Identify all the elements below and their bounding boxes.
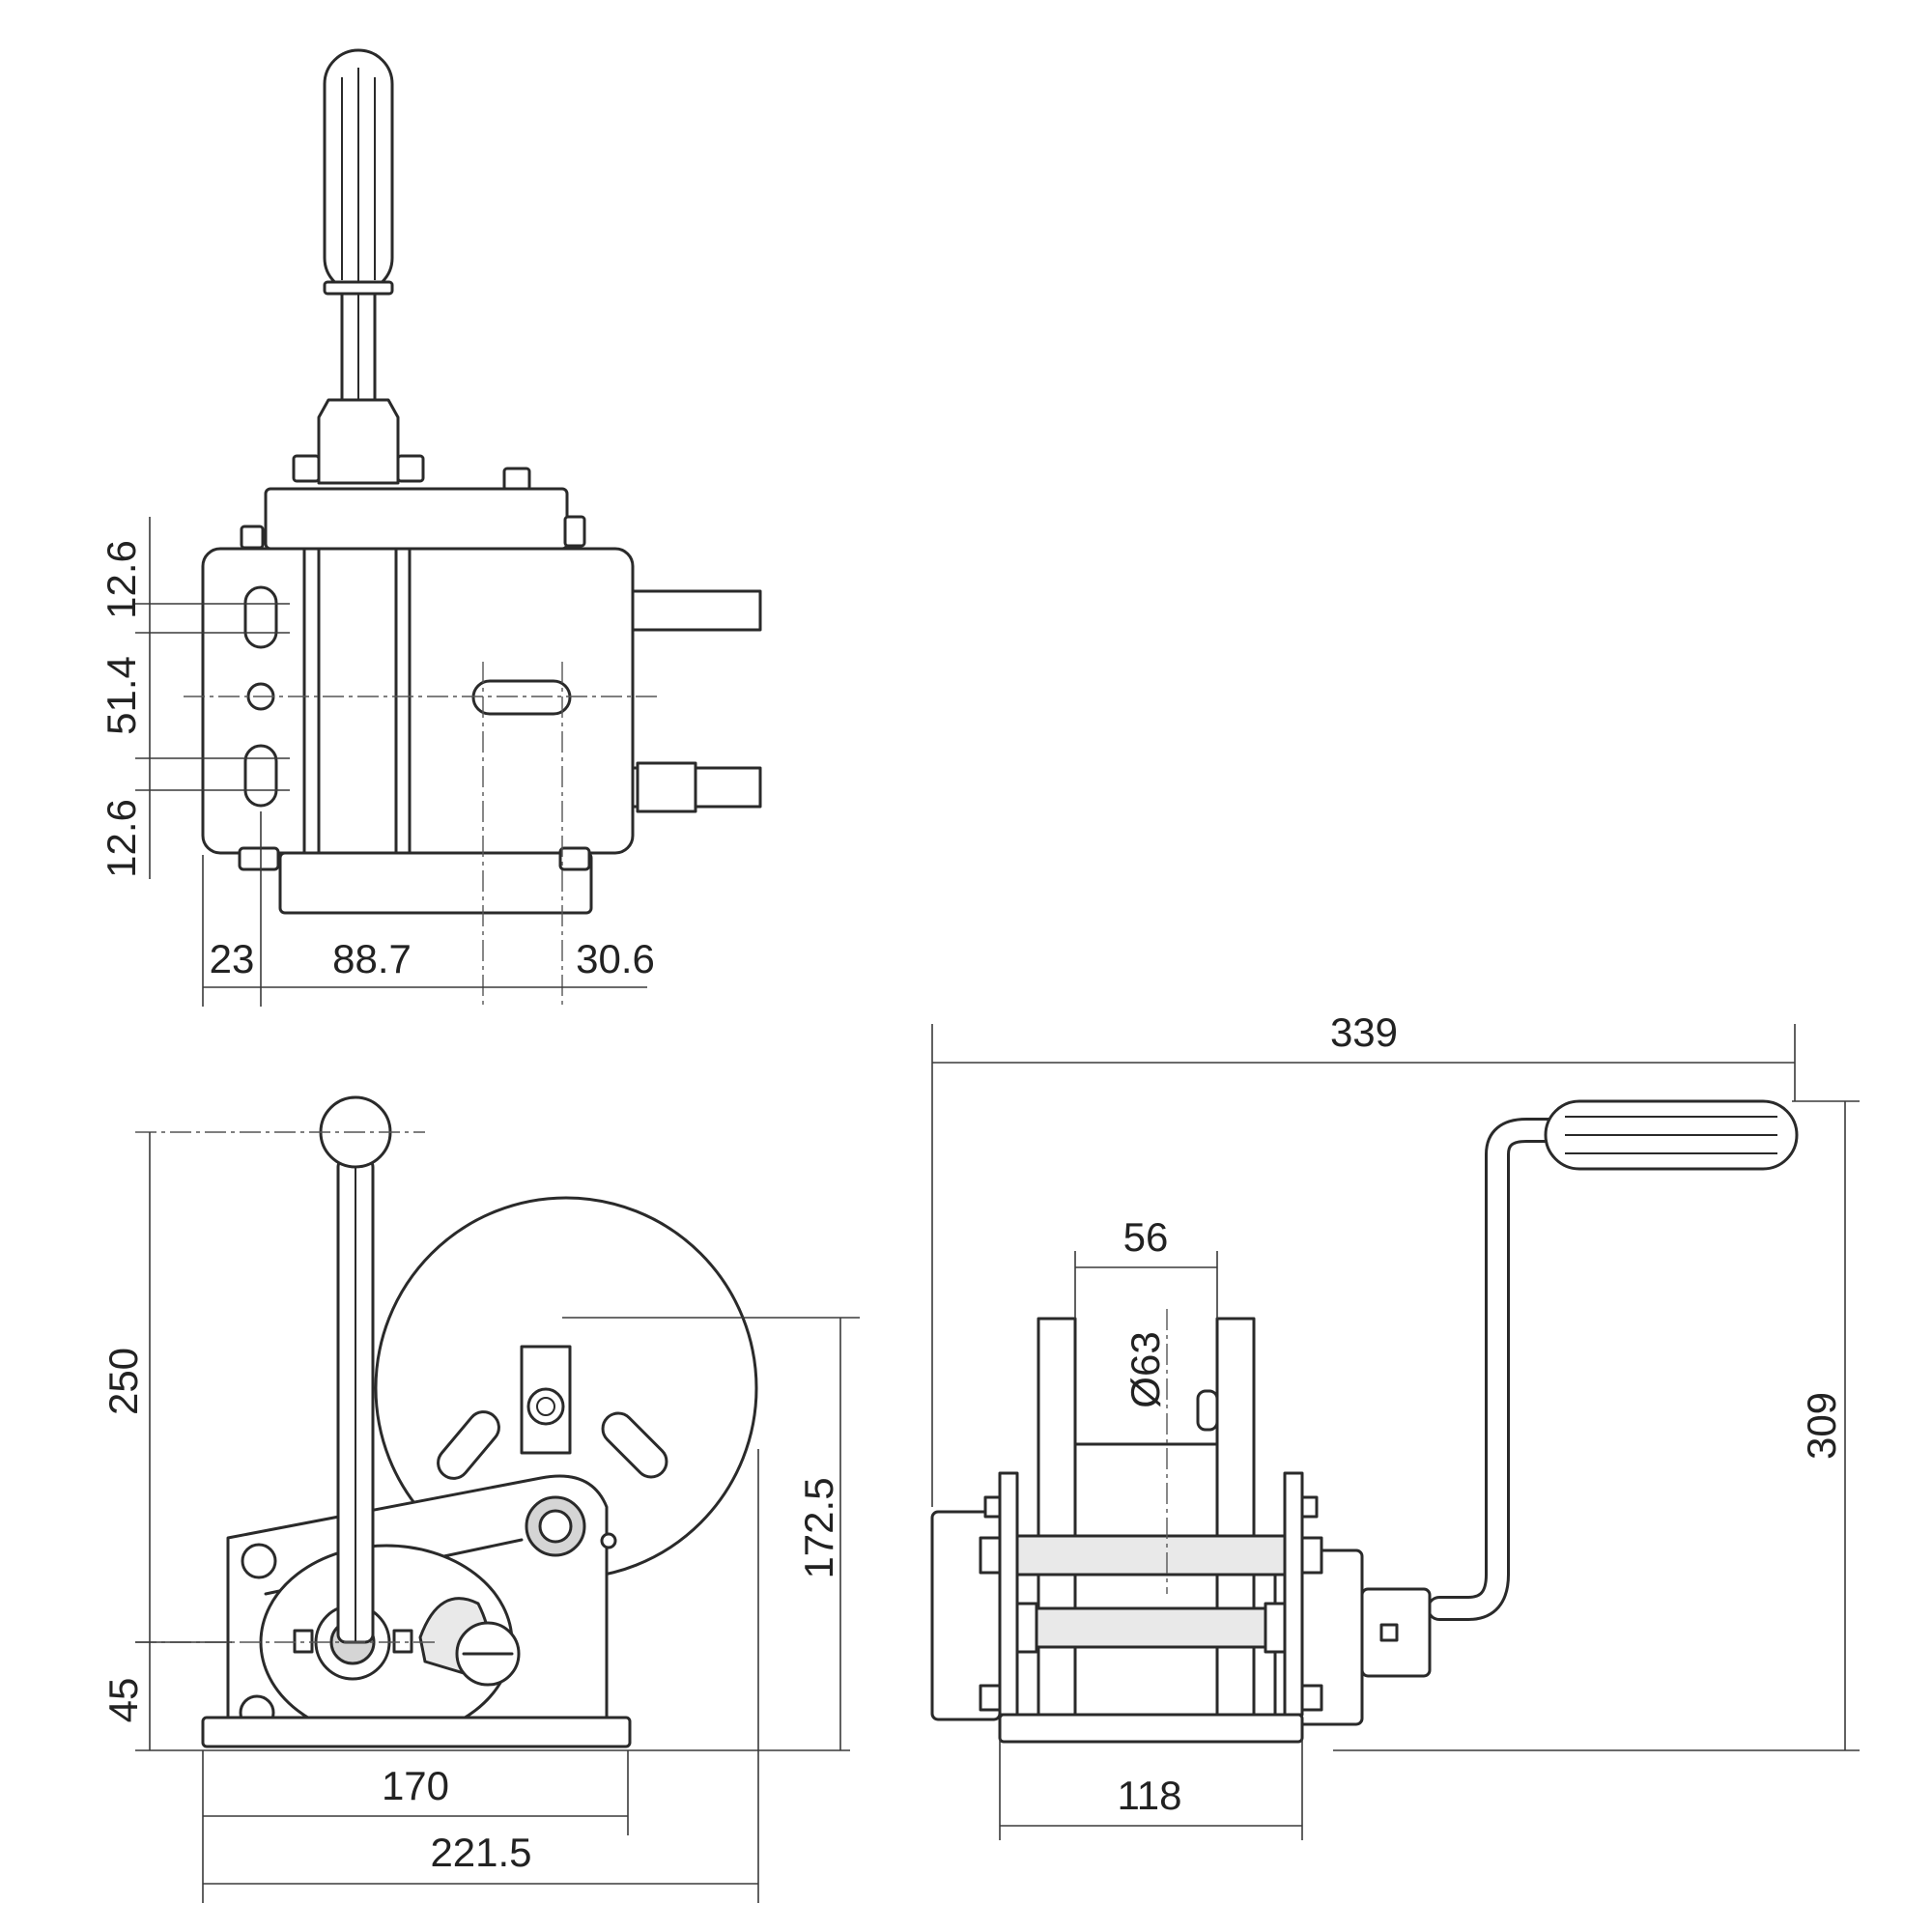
front-view: 339 309 56 Ø63 118 xyxy=(930,1009,1860,1840)
dim-front-309: 309 xyxy=(1799,1392,1844,1460)
dim-top-bottom-30-6: 30.6 xyxy=(576,936,655,981)
dim-front-339: 339 xyxy=(1330,1009,1398,1055)
top-view: 12.6 51.4 12.6 23 88.7 30.6 xyxy=(99,48,762,1009)
dim-side-45: 45 xyxy=(100,1678,146,1723)
dim-front-118: 118 xyxy=(1118,1773,1182,1818)
dim-front-56: 56 xyxy=(1123,1214,1169,1260)
dim-top-bottom-23: 23 xyxy=(210,936,255,981)
front-view-drum xyxy=(1073,1442,1219,1717)
dim-front-diameter-63: Ø63 xyxy=(1122,1331,1168,1407)
side-view: 250 45 172.5 170 221.5 xyxy=(100,1095,860,1903)
dim-top-bottom-88-7: 88.7 xyxy=(332,936,412,981)
front-view-frame-right xyxy=(1283,1471,1304,1717)
dim-side-250: 250 xyxy=(100,1348,146,1415)
dim-side-221-5: 221.5 xyxy=(430,1830,531,1875)
dim-side-170: 170 xyxy=(382,1763,449,1808)
front-view-frame-left xyxy=(998,1471,1019,1717)
dim-side-172-5: 172.5 xyxy=(796,1477,841,1578)
dim-top-left-12-6-lower: 12.6 xyxy=(99,799,144,878)
top-view-cover xyxy=(264,487,569,551)
top-view-base xyxy=(278,851,593,915)
side-view-base xyxy=(201,1716,632,1748)
dim-top-left-51-4: 51.4 xyxy=(99,656,144,735)
dim-top-left-12-6-upper: 12.6 xyxy=(99,540,144,619)
